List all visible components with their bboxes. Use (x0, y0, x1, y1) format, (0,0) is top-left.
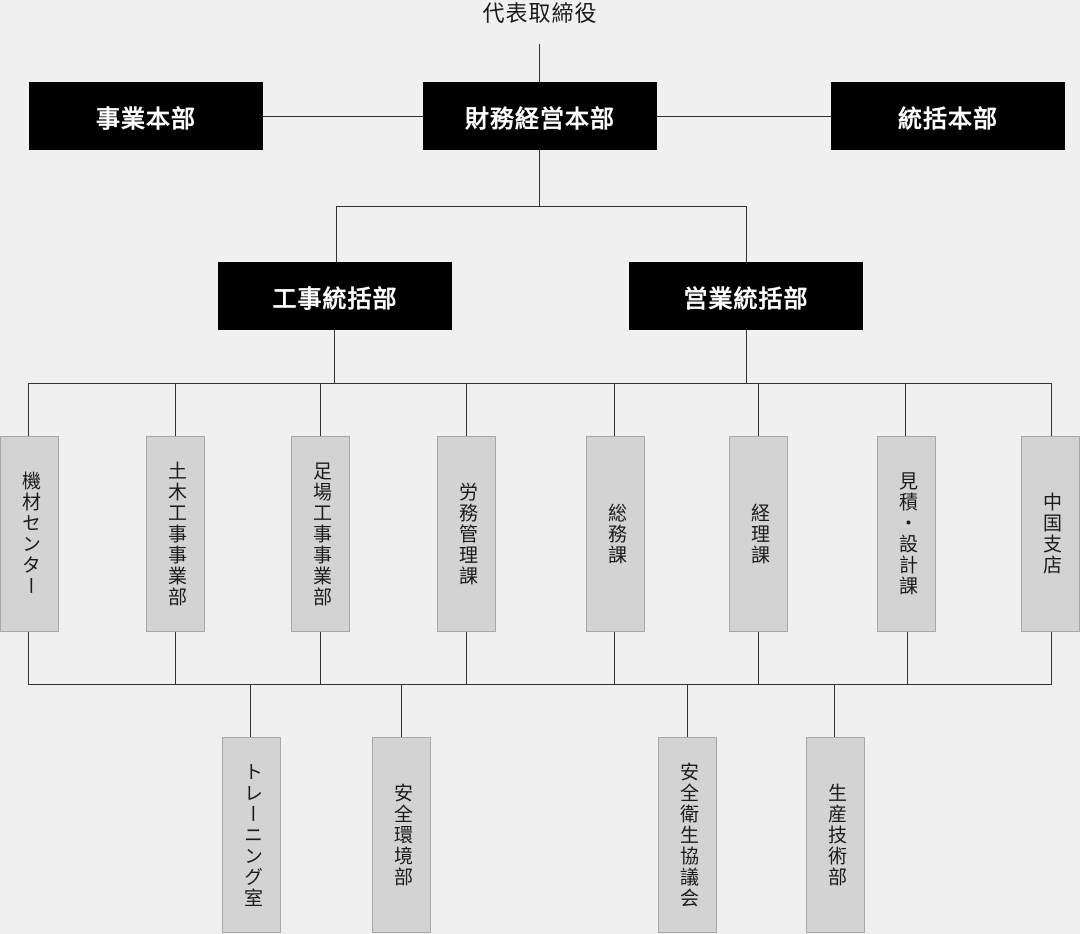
connector-line (758, 383, 759, 436)
department-label: 総務課 (605, 502, 627, 566)
finance-management-division-box[interactable]: 財務経営本部 (423, 82, 657, 150)
bottom-unit-box[interactable]: 生産技術部 (806, 737, 865, 933)
department-label: 機材センター (19, 471, 41, 597)
connector-line (28, 631, 29, 684)
department-label: 労務管理課 (456, 481, 478, 587)
sales-control-box[interactable]: 営業統括部 (629, 262, 863, 330)
connector-line (746, 330, 747, 383)
connector-line (539, 44, 540, 82)
department-label: 土木工事事業部 (165, 460, 187, 608)
connector-line (334, 330, 335, 383)
ceo-label: 代表取締役 (482, 2, 598, 27)
connector-line (28, 383, 29, 436)
connector-line (28, 684, 1052, 685)
connector-line (320, 631, 321, 684)
bottom-unit-label: 安全環境部 (391, 782, 413, 888)
business-division-box[interactable]: 事業本部 (29, 82, 263, 150)
connector-line (746, 206, 747, 262)
connector-line (250, 684, 251, 737)
department-label: 経理課 (748, 502, 770, 566)
connector-line (466, 383, 467, 436)
connector-line (175, 383, 176, 436)
connector-line (466, 631, 467, 684)
construction-control-box[interactable]: 工事統括部 (218, 262, 452, 330)
department-label: 見積・設計課 (896, 471, 918, 597)
bottom-unit-label: トレーニング室 (241, 761, 263, 909)
connector-line (263, 116, 423, 117)
connector-line (834, 684, 835, 737)
department-label: 足場工事事業部 (310, 460, 332, 608)
general-division-box[interactable]: 統括本部 (831, 82, 1065, 150)
connector-line (758, 631, 759, 684)
connector-line (614, 383, 615, 436)
connector-line (175, 631, 176, 684)
business-division-label: 事業本部 (96, 104, 196, 133)
connector-line (614, 631, 615, 684)
connector-line (687, 684, 688, 737)
general-division-label: 統括本部 (898, 104, 998, 133)
bottom-unit-box[interactable]: 安全衛生協議会 (658, 737, 717, 933)
connector-line (1051, 383, 1052, 436)
connector-line (336, 206, 747, 207)
department-box[interactable]: 見積・設計課 (877, 436, 936, 632)
connector-line (657, 116, 831, 117)
department-box[interactable]: 労務管理課 (437, 436, 496, 632)
connector-line (28, 383, 1052, 384)
connector-line (1051, 631, 1052, 684)
connector-line (905, 383, 906, 436)
connector-line (539, 150, 540, 206)
department-box[interactable]: 経理課 (729, 436, 788, 632)
connector-line (907, 631, 908, 684)
connector-line (401, 684, 402, 737)
department-label: 中国支店 (1040, 492, 1062, 576)
bottom-unit-label: 安全衛生協議会 (677, 761, 699, 909)
sales-control-label: 営業統括部 (683, 284, 809, 313)
department-box[interactable]: 土木工事事業部 (146, 436, 205, 632)
bottom-unit-label: 生産技術部 (825, 782, 847, 888)
connector-line (336, 206, 337, 262)
bottom-unit-box[interactable]: 安全環境部 (372, 737, 431, 933)
connector-line (320, 383, 321, 436)
department-box[interactable]: 足場工事事業部 (291, 436, 350, 632)
construction-control-label: 工事統括部 (272, 284, 398, 313)
bottom-unit-box[interactable]: トレーニング室 (222, 737, 281, 933)
finance-management-division-label: 財務経営本部 (465, 104, 615, 133)
department-box[interactable]: 中国支店 (1021, 436, 1080, 632)
department-box[interactable]: 総務課 (586, 436, 645, 632)
department-box[interactable]: 機材センター (0, 436, 59, 632)
